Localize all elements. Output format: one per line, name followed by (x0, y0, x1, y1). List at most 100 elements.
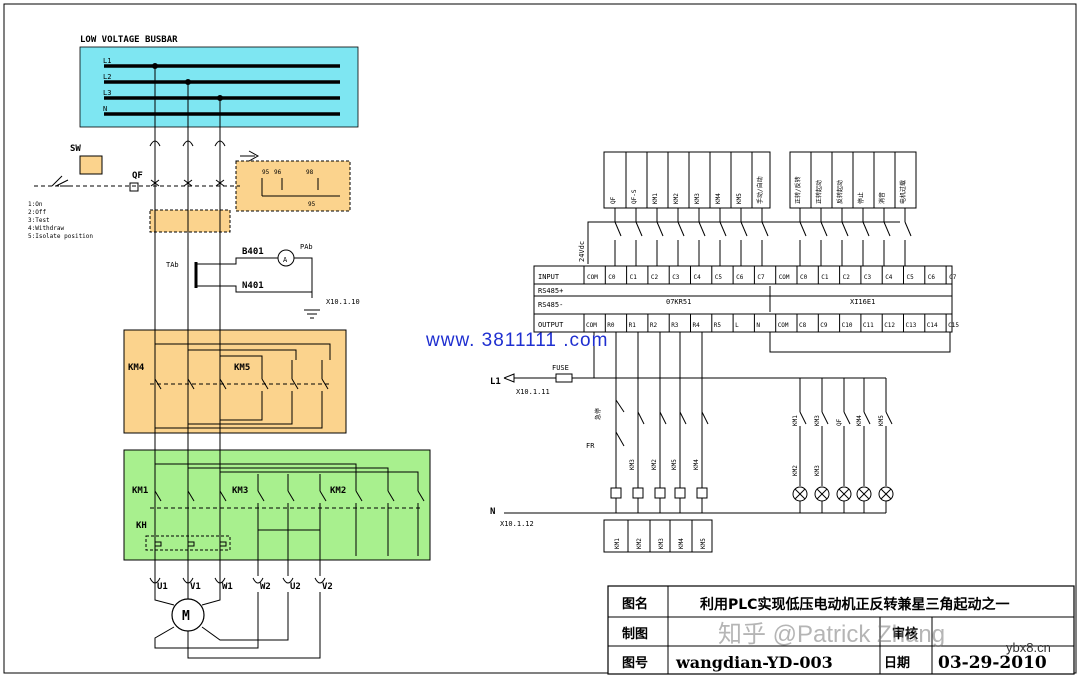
qf-main-contact (215, 179, 225, 187)
kh-element (154, 538, 162, 550)
coil-label-5: KM5 (700, 538, 707, 549)
x1012-label: X10.1.12 (500, 520, 534, 528)
output-cell-N: N (756, 322, 760, 329)
km3-contact (257, 490, 265, 502)
km-bridge (220, 355, 263, 360)
input-label-7: KM5 (736, 193, 743, 204)
fr-label: FR (586, 442, 595, 450)
x1011-label: X10.1.11 (516, 388, 550, 396)
terminal-V1: V1 (190, 582, 201, 592)
input-cell-C7: C7 (949, 274, 957, 281)
motor-lead (201, 592, 221, 606)
lamp-contact (885, 411, 893, 425)
coil-label-2: KM2 (636, 538, 643, 549)
drawing-name-label: 图名 (622, 596, 648, 612)
drawing-date: 03-29-2010 (938, 653, 1047, 673)
position-2: 2:Off (28, 209, 46, 216)
input-cell-C2: C2 (843, 274, 851, 281)
aux-contact-96: 96 (274, 169, 282, 176)
input-cell-C1: C1 (821, 274, 829, 281)
busbar-label-L2: L2 (103, 73, 111, 81)
output-cell-C8: C8 (799, 322, 807, 329)
input-contact (862, 221, 870, 237)
output-cell-C11: C11 (863, 322, 874, 329)
l1-arrow (503, 373, 515, 383)
input-row-label: INPUT (538, 273, 560, 281)
input-contact (841, 221, 849, 237)
km2-contact (387, 490, 395, 502)
module-b-label: XI16E1 (850, 298, 875, 306)
input-label-1: QF (610, 196, 617, 204)
l1-label: L1 (490, 377, 501, 387)
km1-contact (219, 490, 227, 502)
input-contact (904, 221, 912, 237)
ybx8-watermark: ybx8.cn (1006, 640, 1051, 655)
terminal-arc (314, 577, 326, 584)
output-contact (701, 411, 709, 425)
km3-label: KM3 (232, 486, 248, 496)
km1-contact (154, 490, 162, 502)
lamp-cross (858, 488, 870, 500)
input-label-b-3: 反转起动 (836, 180, 844, 204)
input-cell-C5: C5 (907, 274, 915, 281)
stop-label: 急停 (594, 408, 602, 420)
output-cell-L: L (735, 322, 739, 329)
input-label-4: KM2 (673, 193, 680, 204)
ammeter-return (294, 257, 313, 292)
output-cell-R3: R3 (671, 322, 679, 329)
input-label-5: KM3 (694, 193, 701, 204)
km4-label: KM4 (128, 363, 145, 373)
motor-lead (201, 592, 289, 641)
input-label-3: KM1 (652, 193, 659, 204)
input-contact (635, 221, 643, 237)
output-cell-R2: R2 (650, 322, 658, 329)
lamp-label-5: KM5 (878, 415, 885, 426)
output-contact (679, 411, 687, 425)
input-label-b-2: 正转起动 (815, 180, 823, 204)
output-row-label: OUTPUT (538, 321, 564, 329)
input-contact (761, 221, 769, 237)
qf-trip-panel (149, 209, 231, 233)
km4-km5-panel (123, 329, 347, 434)
input-cell-C7: C7 (757, 274, 765, 281)
input-label-b-1: 正转/反转 (794, 176, 802, 204)
input-label-6: KM4 (715, 193, 722, 204)
output-cell-C9: C9 (820, 322, 828, 329)
output-cell-C14: C14 (927, 322, 938, 329)
position-1: 1:On (28, 201, 43, 208)
km3-contact (287, 490, 295, 502)
busbar-tap (217, 95, 223, 101)
motor-lead (154, 592, 175, 606)
output-cell-R4: R4 (693, 322, 701, 329)
busbar-label-L1: L1 (103, 57, 111, 65)
motor-lead (154, 592, 259, 649)
input-cell-COM: COM (779, 274, 790, 281)
fr-contact (615, 431, 625, 447)
withdrawable-connector (214, 140, 226, 147)
sw-fan-contacts (51, 175, 72, 187)
lamp-contact (821, 411, 829, 425)
sheet-border (3, 3, 1077, 674)
km-bridge (155, 410, 323, 429)
tab-label: TAb (166, 261, 179, 269)
input-label-2: QF-S (631, 189, 638, 204)
star-bridge (220, 471, 419, 474)
input-label-8: 手动/自动 (756, 176, 764, 204)
km3-contact (319, 490, 327, 502)
km2-contact (417, 490, 425, 502)
coil-label-4: KM4 (678, 538, 685, 549)
lamp-interlock-1: KM2 (792, 465, 799, 476)
coil-interlock-3: KM5 (671, 459, 678, 470)
input-contact (740, 221, 748, 237)
relay-coil-2 (632, 487, 644, 499)
n-label: N (490, 507, 495, 517)
output-contact (659, 411, 667, 425)
km-bridge (188, 410, 293, 425)
drawing-no-label: 图号 (622, 656, 648, 671)
input-label-b-6: 电机过载 (899, 180, 907, 204)
ct-secondary-b401 (196, 257, 278, 265)
km-bridge (155, 343, 331, 360)
aux-contact-95b: 95 (308, 201, 316, 208)
input-contact (656, 221, 664, 237)
